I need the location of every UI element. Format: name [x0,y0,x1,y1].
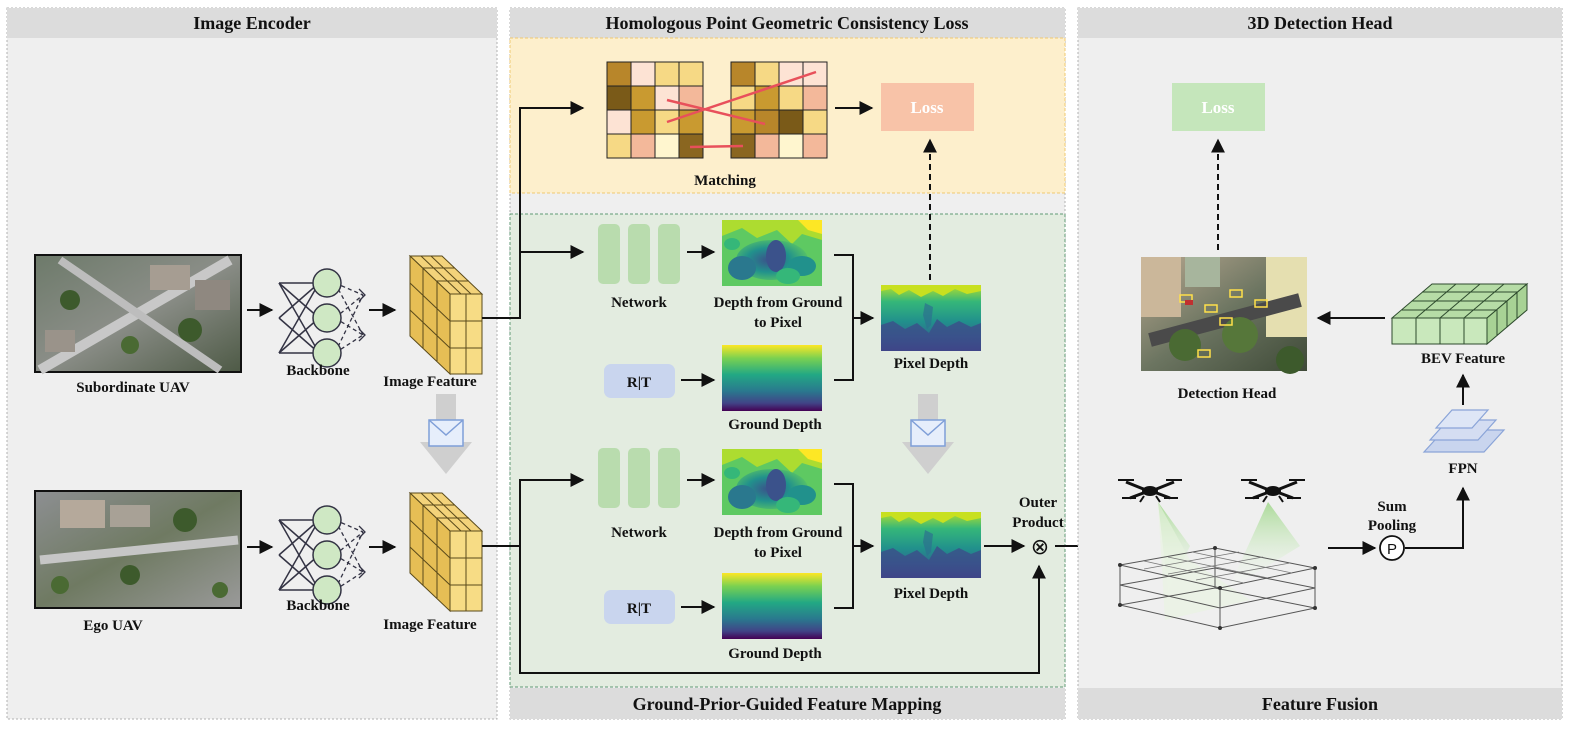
rt-box-bottom [604,590,675,624]
consistency-loss-box [881,83,974,131]
matching-label: Matching [694,173,756,189]
matching-lines [666,70,817,149]
rt-box-top [604,364,675,398]
network-label-top: Network [611,295,667,311]
image-feature-label-bottom: Image Feature [383,617,477,633]
depth-from-ground-map-bottom [722,449,822,515]
ground-depth-label-top: Ground Depth [728,417,822,433]
bev-feature-cube [1390,282,1529,346]
pixel-depth-label-top: Pixel Depth [894,356,969,372]
sum-pooling-node [1379,535,1405,561]
sum-pooling-label-1: Sum [1377,499,1407,515]
fpn-label: FPN [1448,461,1477,477]
depth-from-ground-label-top-2: to Pixel [754,315,802,331]
backbone-label-bottom: Backbone [286,598,350,614]
pixel-depth-map-bottom [881,512,981,578]
ego-uav-image [34,490,242,609]
bev-feature-label: BEV Feature [1421,351,1505,367]
network-block-top [598,224,680,284]
pixel-depth-map-top [881,285,981,351]
detection-loss-box [1172,83,1265,131]
sum-pooling-label-2: Pooling [1368,518,1417,534]
network-block-bottom [598,448,680,508]
sum-pooling-symbol: P [1387,541,1397,558]
network-label-bottom: Network [611,525,667,541]
backbone-label-top: Backbone [286,363,350,379]
subordinate-uav-image [34,254,242,375]
detection-head-image [1141,257,1307,374]
fpn-stack-icon [1422,409,1506,453]
depth-from-ground-label-top-1: Depth from Ground [714,295,843,311]
ego-uav-label: Ego UAV [83,618,142,634]
outer-product-label-1: Outer [1019,495,1058,511]
depth-from-ground-label-bottom-1: Depth from Ground [714,525,843,541]
consistency-loss-title: Homologous Point Geometric Consistency L… [606,13,969,33]
feature-fusion-title: Feature Fusion [1262,694,1378,714]
detection-loss-label: Loss [1201,98,1234,117]
detection-head-label: Detection Head [1178,386,1277,402]
subordinate-uav-label: Subordinate UAV [76,380,190,396]
pixel-depth-label-bottom: Pixel Depth [894,586,969,602]
image-feature-label-top: Image Feature [383,374,477,390]
depth-from-ground-map-top [722,220,822,286]
outer-product-symbol: ⊗ [1031,535,1049,560]
detection-head-title: 3D Detection Head [1248,13,1393,33]
ground-depth-map-bottom [722,573,822,639]
ground-depth-label-bottom: Ground Depth [728,646,822,662]
matching-grid-left [606,61,704,159]
ground-depth-map-top [722,345,822,411]
rt-label-bottom: R|T [627,601,651,617]
image-encoder-title: Image Encoder [193,13,310,33]
consistency-loss-label: Loss [910,98,943,117]
matching-grid-right [730,61,828,159]
outer-product-label-2: Product [1012,515,1063,531]
depth-from-ground-label-bottom-2: to Pixel [754,545,802,561]
fusion-grid [1118,502,1317,630]
rt-label-top: R|T [627,375,651,391]
feature-mapping-title: Ground-Prior-Guided Feature Mapping [633,694,942,714]
